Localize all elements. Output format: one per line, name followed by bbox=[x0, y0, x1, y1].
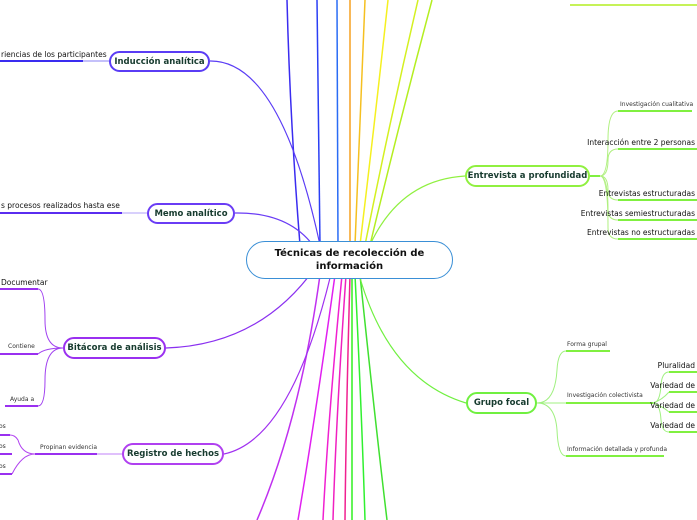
subtopic-label[interactable]: Información detallada y profunda bbox=[567, 446, 667, 453]
topic-bitacora-de-analisis[interactable]: Bitácora de análisis bbox=[63, 337, 166, 359]
subtopic-label[interactable]: Forma grupal bbox=[567, 341, 607, 348]
subtopic-label[interactable]: Investigación colectivista bbox=[567, 392, 643, 399]
subtopic-label[interactable]: Variedad de bbox=[650, 401, 695, 410]
subtopic-label[interactable]: Entrevistas estructuradas bbox=[598, 189, 695, 198]
subtopic-label[interactable]: Entrevistas semiestructuradas bbox=[580, 209, 695, 218]
subtopic-label[interactable]: Pluralidad bbox=[657, 361, 695, 370]
topic-registro-de-hechos[interactable]: Registro de hechos bbox=[122, 443, 224, 465]
subtopic-label[interactable]: Propinan evidencia bbox=[40, 444, 98, 451]
subtopic-label[interactable]: Investigación cualitativa bbox=[620, 101, 694, 108]
subtopic-label[interactable]: os bbox=[0, 443, 6, 450]
topic-induccion-analitica[interactable]: Inducción analítica bbox=[109, 51, 210, 72]
subtopic-label[interactable]: s procesos realizados hasta ese bbox=[1, 201, 120, 210]
subtopic-label[interactable]: riencias de los participantes bbox=[1, 50, 107, 59]
subtopic-label[interactable]: Ayuda a bbox=[10, 396, 35, 403]
topic-entrevista-a-profundidad[interactable]: Entrevista a profundidad bbox=[465, 165, 590, 187]
subtopic-label[interactable]: os bbox=[0, 423, 6, 430]
subtopic-label[interactable]: Entrevistas no estructuradas bbox=[586, 228, 695, 237]
topic-grupo-focal[interactable]: Grupo focal bbox=[466, 392, 537, 414]
central-topic[interactable]: Técnicas de recolección de información bbox=[246, 241, 453, 279]
subtopic-label[interactable]: os bbox=[0, 463, 6, 470]
subtopic-label[interactable]: Documentar bbox=[1, 278, 48, 287]
subtopic-label[interactable]: Variedad de bbox=[650, 381, 695, 390]
subtopic-label[interactable]: Variedad de bbox=[650, 421, 695, 430]
subtopic-label[interactable]: Interacción entre 2 personas bbox=[587, 138, 695, 147]
subtopic-label[interactable]: Contiene bbox=[8, 343, 35, 350]
topic-memo-analitico[interactable]: Memo analítico bbox=[147, 203, 235, 224]
